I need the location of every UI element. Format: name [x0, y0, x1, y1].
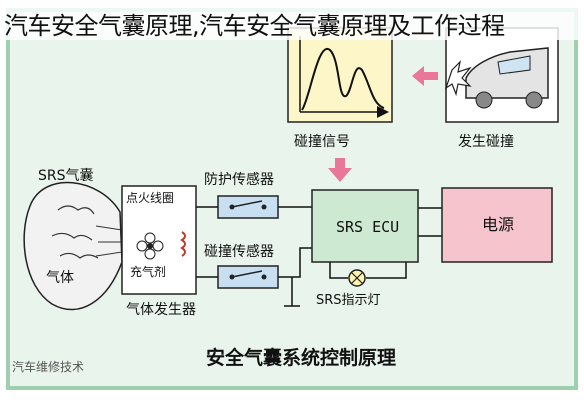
propellant-icon [136, 232, 164, 260]
page-banner: 汽车安全气囊原理,汽车安全气囊原理及工作过程 [0, 0, 584, 40]
ecu-label: SRS ECU [336, 218, 399, 236]
signal-waveform [301, 47, 385, 111]
watermark: 汽车维修技术 [12, 360, 85, 374]
diagram-title: 安全气囊系统控制原理 [206, 346, 396, 369]
charge-label: 充气剂 [130, 264, 166, 279]
srs-ecu-box: SRS ECU [311, 189, 419, 263]
impact-burst-icon [444, 60, 472, 97]
igniter-coil-icon [180, 231, 186, 257]
signal-down-arrow [328, 158, 352, 182]
safing-sensor-label: 防护传感器 [204, 171, 274, 188]
power-box: 电源 [441, 187, 553, 263]
generator-label: 气体发生器 [126, 302, 196, 318]
wiring [196, 206, 442, 307]
collision-label: 发生碰撞 [458, 134, 514, 150]
signal-label: 碰撞信号 [294, 134, 350, 150]
srs-airbag-label: SRS气囊 [38, 167, 94, 184]
car-collision-box [444, 27, 559, 123]
signal-graph-box [287, 27, 393, 123]
collision-arrow [412, 66, 438, 86]
safing-sensor [217, 195, 279, 219]
impact-sensor [217, 265, 279, 289]
airbag-balloon [23, 181, 123, 311]
gas-label: 气体 [46, 270, 74, 286]
page-title: 汽车安全气囊原理,汽车安全气囊原理及工作过程 [4, 12, 505, 40]
impact-sensor-label: 碰撞传感器 [204, 243, 274, 260]
power-label: 电源 [482, 215, 514, 234]
igniter-label: 点火线圈 [126, 191, 174, 205]
warning-lamp-label: SRS指示灯 [316, 293, 381, 308]
warning-lamp-icon [348, 269, 366, 287]
gas-generator: 点火线圈 充气剂 [121, 185, 197, 295]
